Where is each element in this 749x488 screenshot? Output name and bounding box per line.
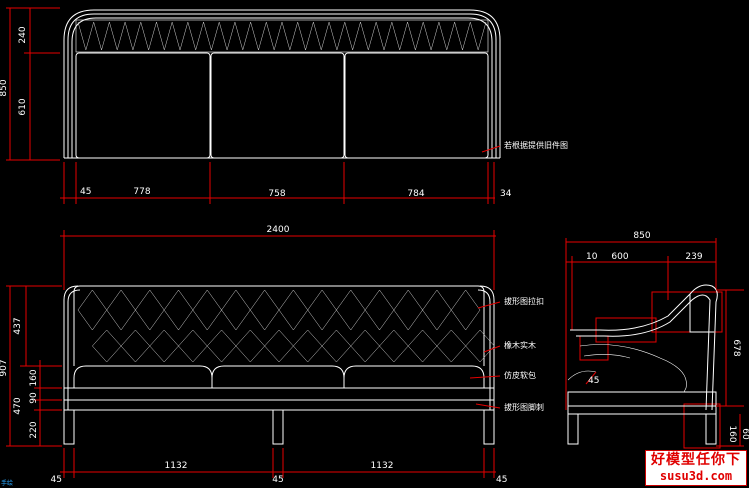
- front-dim-bottom-45-left: 45: [51, 475, 62, 485]
- side-angle-45: 45: [588, 376, 599, 386]
- side-dim-600: 600: [611, 252, 628, 262]
- front-dim-220: 220: [29, 421, 39, 438]
- front-dim-437: 437: [13, 317, 23, 334]
- front-note-oak: 橡木实木: [504, 340, 536, 350]
- side-dim-678: 678: [731, 339, 741, 356]
- side-view: 850 10 600 239 45 678 160 60: [565, 231, 749, 449]
- top-dim-45: 45: [80, 187, 91, 197]
- front-note-upholstery: 仿皮软包: [504, 370, 536, 380]
- top-dim-758: 758: [268, 189, 285, 199]
- front-dim-1132-right: 1132: [371, 461, 394, 471]
- top-dim-610: 610: [18, 98, 28, 115]
- front-tufting: [77, 289, 495, 363]
- corner-label: 手绘: [1, 480, 14, 487]
- front-dim-160: 160: [29, 369, 39, 386]
- top-view: 240 610 850 45 778 758 784 34 若根据提供旧件图: [0, 7, 568, 204]
- front-dim-2400: 2400: [267, 225, 290, 235]
- watermark-logo: 好模型任你下 susu3d.com: [645, 450, 747, 486]
- top-dim-34: 34: [500, 189, 512, 199]
- side-dim-850: 850: [633, 231, 650, 241]
- front-dim-bottom-45-mid: 45: [272, 475, 283, 485]
- front-dim-bottom-45-right: 45: [496, 475, 507, 485]
- front-note-legs: 拔形图脚刺: [504, 402, 544, 412]
- watermark-title: 好模型任你下: [651, 452, 741, 468]
- top-dim-778: 778: [133, 187, 150, 197]
- front-dim-1132-left: 1132: [165, 461, 188, 471]
- top-tufting: [77, 21, 487, 51]
- side-dim-239: 239: [685, 252, 702, 262]
- front-dim-90: 90: [29, 392, 39, 404]
- front-note-tufting: 拔形图拉扣: [504, 296, 544, 306]
- side-dim-10: 10: [586, 252, 598, 262]
- top-dim-850: 850: [0, 79, 9, 96]
- side-dim-60: 60: [740, 428, 749, 440]
- front-dim-907: 907: [0, 359, 9, 376]
- top-dim-784: 784: [407, 189, 424, 199]
- watermark-site: susu3d.com: [659, 469, 733, 483]
- front-view: 2400 437 907 160 90 470 220: [0, 225, 544, 485]
- front-dim-470: 470: [13, 397, 23, 414]
- top-view-note: 若根据提供旧件图: [504, 140, 568, 150]
- side-dim-160: 160: [727, 425, 737, 442]
- top-dim-240: 240: [18, 26, 28, 43]
